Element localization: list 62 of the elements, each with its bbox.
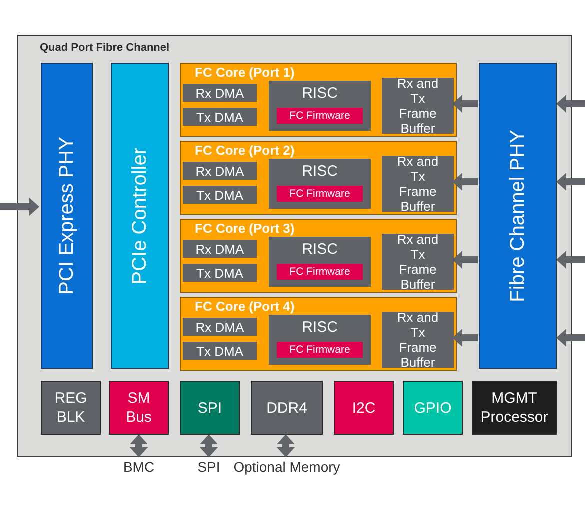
core-title: FC Core (Port 4) xyxy=(195,299,295,314)
buffer-block: Rx and Tx Frame Buffer xyxy=(382,78,454,134)
interface-block: REG BLK xyxy=(41,381,101,435)
arrow xyxy=(452,251,478,269)
risc-label: RISC xyxy=(301,85,339,102)
arrow xyxy=(556,251,585,269)
port-label: BMC xyxy=(123,459,155,475)
risc-label: RISC xyxy=(301,163,339,180)
dma-block: Rx DMA xyxy=(183,84,257,102)
risc-block xyxy=(269,81,371,131)
firmware-tag: FC Firmware xyxy=(277,186,363,202)
chip-frame xyxy=(17,35,572,457)
core-title: FC Core (Port 2) xyxy=(195,143,295,158)
interface-block: I2C xyxy=(334,381,394,435)
block-label: PCI Express PHY xyxy=(56,137,78,295)
buffer-block: Rx and Tx Frame Buffer xyxy=(382,234,454,290)
buffer-block: Rx and Tx Frame Buffer xyxy=(382,156,454,212)
core-panel xyxy=(180,141,457,215)
chip-title: Quad Port Fibre Channel xyxy=(40,42,170,54)
port-label: Optional Memory xyxy=(234,459,340,475)
dma-block: Tx DMA xyxy=(183,264,257,282)
interface-block: DDR4 xyxy=(251,381,323,435)
core-panel xyxy=(180,63,457,137)
buffer-block: Rx and Tx Frame Buffer xyxy=(382,312,454,368)
arrow xyxy=(0,198,40,216)
arrow xyxy=(452,173,478,191)
firmware-tag: FC Firmware xyxy=(277,342,363,358)
block-label: Fibre Channel PHY xyxy=(506,130,530,302)
arrow xyxy=(277,434,295,458)
dma-block: Rx DMA xyxy=(183,240,257,258)
core-title: FC Core (Port 3) xyxy=(195,221,295,236)
risc-label: RISC xyxy=(301,241,339,258)
interface-block: SM Bus xyxy=(109,381,169,435)
dma-block: Tx DMA xyxy=(183,342,257,360)
arrow xyxy=(200,434,218,458)
phy-block xyxy=(41,63,93,369)
arrow xyxy=(556,329,585,347)
dma-block: Tx DMA xyxy=(183,108,257,126)
arrow xyxy=(556,173,585,191)
interface-block: GPIO xyxy=(403,381,463,435)
risc-block xyxy=(269,315,371,365)
dma-block: Rx DMA xyxy=(183,162,257,180)
arrow xyxy=(452,95,478,113)
block-label: PCIe Controller xyxy=(128,148,152,284)
firmware-tag: FC Firmware xyxy=(277,264,363,280)
risc-block xyxy=(269,237,371,287)
phy-block xyxy=(111,63,169,369)
dma-block: Rx DMA xyxy=(183,318,257,336)
core-panel xyxy=(180,297,457,371)
arrow xyxy=(452,329,478,347)
core-panel xyxy=(180,219,457,293)
core-title: FC Core (Port 1) xyxy=(195,65,295,80)
arrow xyxy=(556,95,585,113)
port-label: SPI xyxy=(198,459,220,475)
interface-block: SPI xyxy=(180,381,240,435)
phy-block xyxy=(479,63,557,369)
risc-label: RISC xyxy=(301,319,339,336)
risc-block xyxy=(269,159,371,209)
dma-block: Tx DMA xyxy=(183,186,257,204)
interface-block: MGMT Processor xyxy=(472,381,557,435)
firmware-tag: FC Firmware xyxy=(277,108,363,124)
arrow xyxy=(130,434,148,458)
